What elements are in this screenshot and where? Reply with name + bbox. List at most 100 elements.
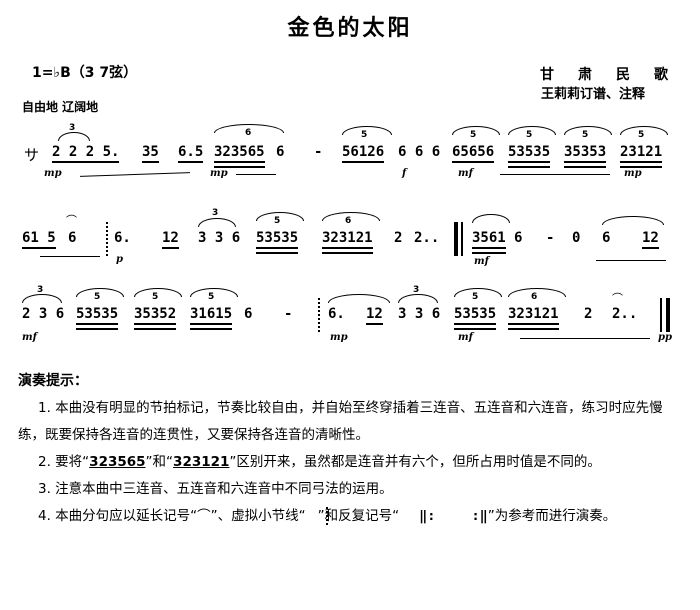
note-item-1: 1. 本曲没有明显的节拍标记，节奏比较自由，并自始至终穿插着三连音、五连音和六连…: [18, 400, 663, 443]
score-row-3: 3 2 3 6 5 53535 5 35352 5 31615 6 - 6. 1…: [0, 274, 700, 354]
origin-label: 甘肃民歌: [540, 67, 692, 83]
slur: [328, 294, 390, 303]
notation-token: 65656: [452, 144, 495, 163]
sextuplet-mark: 6: [245, 128, 252, 138]
notation-token: 6: [68, 230, 77, 246]
notation-token: 35: [142, 144, 159, 163]
tempo-marking: 自由地 辽阔地: [22, 100, 99, 114]
triplet-mark: 3: [37, 285, 44, 295]
slur: [198, 218, 236, 227]
notation-token: -: [284, 306, 293, 322]
quintuplet-mark: 5: [470, 130, 477, 140]
notation-token: 3561: [472, 230, 506, 249]
quintuplet-mark: 5: [638, 130, 645, 140]
repeat-start-thin: [461, 222, 463, 256]
crescendo-hairpin: [500, 174, 610, 175]
notation-token: 0: [572, 230, 581, 246]
slur: [58, 132, 90, 141]
notation-token: 2: [584, 306, 593, 322]
notation-token: 2: [394, 230, 403, 246]
decrescendo-hairpin: [40, 256, 100, 257]
quintuplet-mark: 5: [274, 216, 281, 226]
dynamic-mark: mp: [330, 332, 348, 343]
notation-token: 6: [276, 144, 285, 160]
performance-notes: 演奏提示： 1. 本曲没有明显的节拍标记，节奏比较自由，并自始至终穿插着三连音、…: [18, 368, 683, 530]
notation-token: 53535: [508, 144, 551, 163]
notation-token: 23121: [620, 144, 663, 163]
notation-token: 2..: [612, 306, 638, 322]
virtual-barline: [318, 298, 320, 332]
sextuplet-mark: 6: [345, 216, 352, 226]
inline-notation: 323121: [173, 454, 230, 470]
repeat-end-icon: :‖: [471, 508, 488, 524]
inline-notation: 323565: [89, 454, 146, 470]
notation-token: 56126: [342, 144, 385, 163]
dynamic-mark: mf: [22, 332, 37, 343]
notation-token: 6.5: [178, 144, 204, 163]
score-row-2: 61 5 ⌒ 6 6. 12 3 3 3 6 5 53535 6 323121 …: [0, 196, 700, 276]
note-item-4: 4. 本曲分句应以延长记号“⌒”、虚拟小节线“”和反复记号“‖::‖”为参考而进…: [18, 503, 683, 530]
notation-token: 6: [602, 230, 611, 246]
quintuplet-mark: 5: [152, 292, 159, 302]
notation-token: 6: [244, 306, 253, 322]
quintuplet-mark: 5: [472, 292, 479, 302]
notation-token: 12: [642, 230, 659, 249]
note-item-3: 3. 注意本曲中三连音、五连音和六连音中不同弓法的运用。: [38, 481, 393, 497]
notation-token: 2 2 2 5.: [52, 144, 120, 163]
slur: [22, 294, 62, 303]
dynamic-mark: mf: [458, 168, 473, 179]
repeat-end-barline: [666, 298, 670, 332]
notation-token: 12: [366, 306, 383, 325]
virtual-barline-icon: [306, 503, 328, 530]
triplet-mark: 3: [212, 208, 219, 218]
notation-token: 35353: [564, 144, 607, 163]
crescendo-hairpin: [596, 260, 666, 261]
notation-token: 12: [162, 230, 179, 249]
quintuplet-mark: 5: [526, 130, 533, 140]
fermata-icon: ⌒: [612, 292, 623, 305]
crescendo-hairpin: [236, 174, 276, 175]
notation-token: 323121: [508, 306, 559, 325]
quintuplet-mark: 5: [582, 130, 589, 140]
virtual-barline: [106, 222, 108, 256]
score-row-1: サ 3 2 2 2 5. 35 6.5 6 323565 6 - 5 56126…: [0, 110, 700, 190]
notation-token: 35352: [134, 306, 177, 325]
notation-token: -: [546, 230, 555, 246]
notation-token: 323121: [322, 230, 373, 249]
notation-token: 3 3 6: [398, 306, 441, 322]
page-title: 金色的太阳: [287, 16, 413, 41]
editor-credit: 王莉莉订谱、注释: [541, 87, 646, 102]
dynamic-mark: mp: [210, 168, 228, 179]
notation-token: 31615: [190, 306, 233, 325]
notes-heading: 演奏提示：: [18, 373, 88, 389]
notation-token: 6.: [328, 306, 345, 322]
quintuplet-mark: 5: [94, 292, 101, 302]
notation-token: -: [314, 144, 323, 160]
triplet-mark: 3: [413, 285, 420, 295]
dynamic-mark: mf: [458, 332, 473, 343]
slur: [472, 214, 510, 223]
notation-token: 6: [514, 230, 523, 246]
notation-token: 53535: [76, 306, 119, 325]
slur: [398, 294, 438, 303]
repeat-start-icon: ‖:: [419, 508, 436, 524]
quintuplet-mark: 5: [361, 130, 368, 140]
notation-token: 2..: [414, 230, 440, 246]
notation-token: 6 6 6: [398, 144, 441, 160]
notation-token: 53535: [256, 230, 299, 249]
notation-token: 6.: [114, 230, 131, 246]
dynamic-mark: mp: [624, 168, 642, 179]
sextuplet-mark: 6: [531, 292, 538, 302]
dynamic-mark: mp: [44, 168, 62, 179]
repeat-end-thin: [660, 298, 662, 332]
repeat-start-barline: [454, 222, 458, 256]
notation-token: 323565: [214, 144, 265, 163]
decrescendo-hairpin: [520, 338, 650, 339]
note-item-2: 2. 要将“323565”和“323121”区别开来，虽然都是连音并有六个，但所…: [38, 454, 601, 470]
bow-mark: サ: [24, 146, 40, 164]
notation-token: 61 5: [22, 230, 56, 249]
key-signature: 1=♭B（3 7弦）: [32, 65, 138, 81]
notation-token: 53535: [454, 306, 497, 325]
dynamic-mark: f: [402, 168, 407, 179]
notation-token: 3 3 6: [198, 230, 241, 246]
